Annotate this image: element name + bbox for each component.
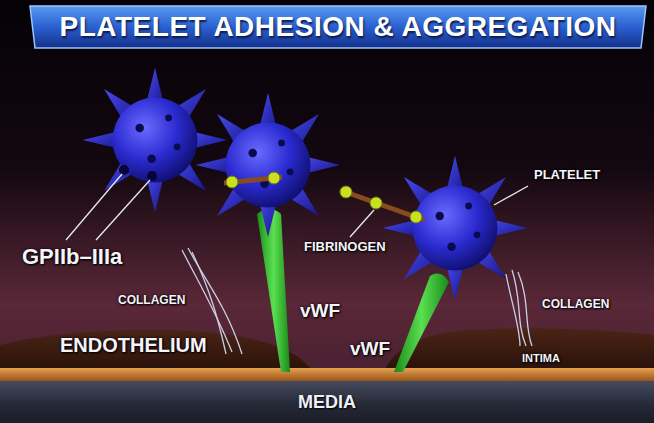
platelet — [83, 68, 228, 213]
fibrinogen-ball — [370, 197, 382, 209]
layer-label: ENDOTHELIUM — [60, 334, 207, 357]
endothelium-mound — [0, 330, 312, 370]
fibrinogen-ball — [268, 172, 280, 184]
leader-line — [66, 174, 122, 240]
receptor-label: GPIIb–IIIa — [22, 244, 122, 269]
collagen-fiber — [506, 274, 520, 346]
vwf-stalk — [257, 209, 290, 372]
part-label: COLLAGEN — [542, 298, 609, 312]
vwf-stalk — [394, 274, 449, 372]
layer-label: INTIMA — [522, 352, 560, 365]
fibrinogen-ball — [340, 186, 352, 198]
part-label: PLATELET — [534, 168, 600, 183]
collagen-fiber — [518, 272, 532, 346]
receptor-hole — [119, 165, 129, 175]
receptor-hole — [147, 171, 157, 181]
fibrinogen-bridge — [224, 172, 424, 223]
part-label: vWF — [350, 338, 390, 360]
fibrinogen-ball — [410, 211, 422, 223]
intima-band — [0, 368, 654, 381]
leader-line — [494, 186, 528, 205]
platelet — [383, 156, 528, 301]
part-label: COLLAGEN — [118, 294, 185, 308]
title-banner — [30, 6, 646, 48]
leader-line — [350, 210, 374, 237]
leader-lines — [66, 174, 528, 240]
band-label: MEDIA — [298, 392, 356, 413]
media-band: MEDIA — [0, 381, 654, 423]
part-label: vWF — [300, 300, 340, 322]
part-label: FIBRINOGEN — [304, 240, 386, 255]
title-text: PLATELET ADHESION & AGGREGATION — [60, 11, 617, 43]
fibrinogen-ball — [226, 176, 238, 188]
platelet — [196, 93, 341, 238]
leader-line — [96, 180, 150, 240]
